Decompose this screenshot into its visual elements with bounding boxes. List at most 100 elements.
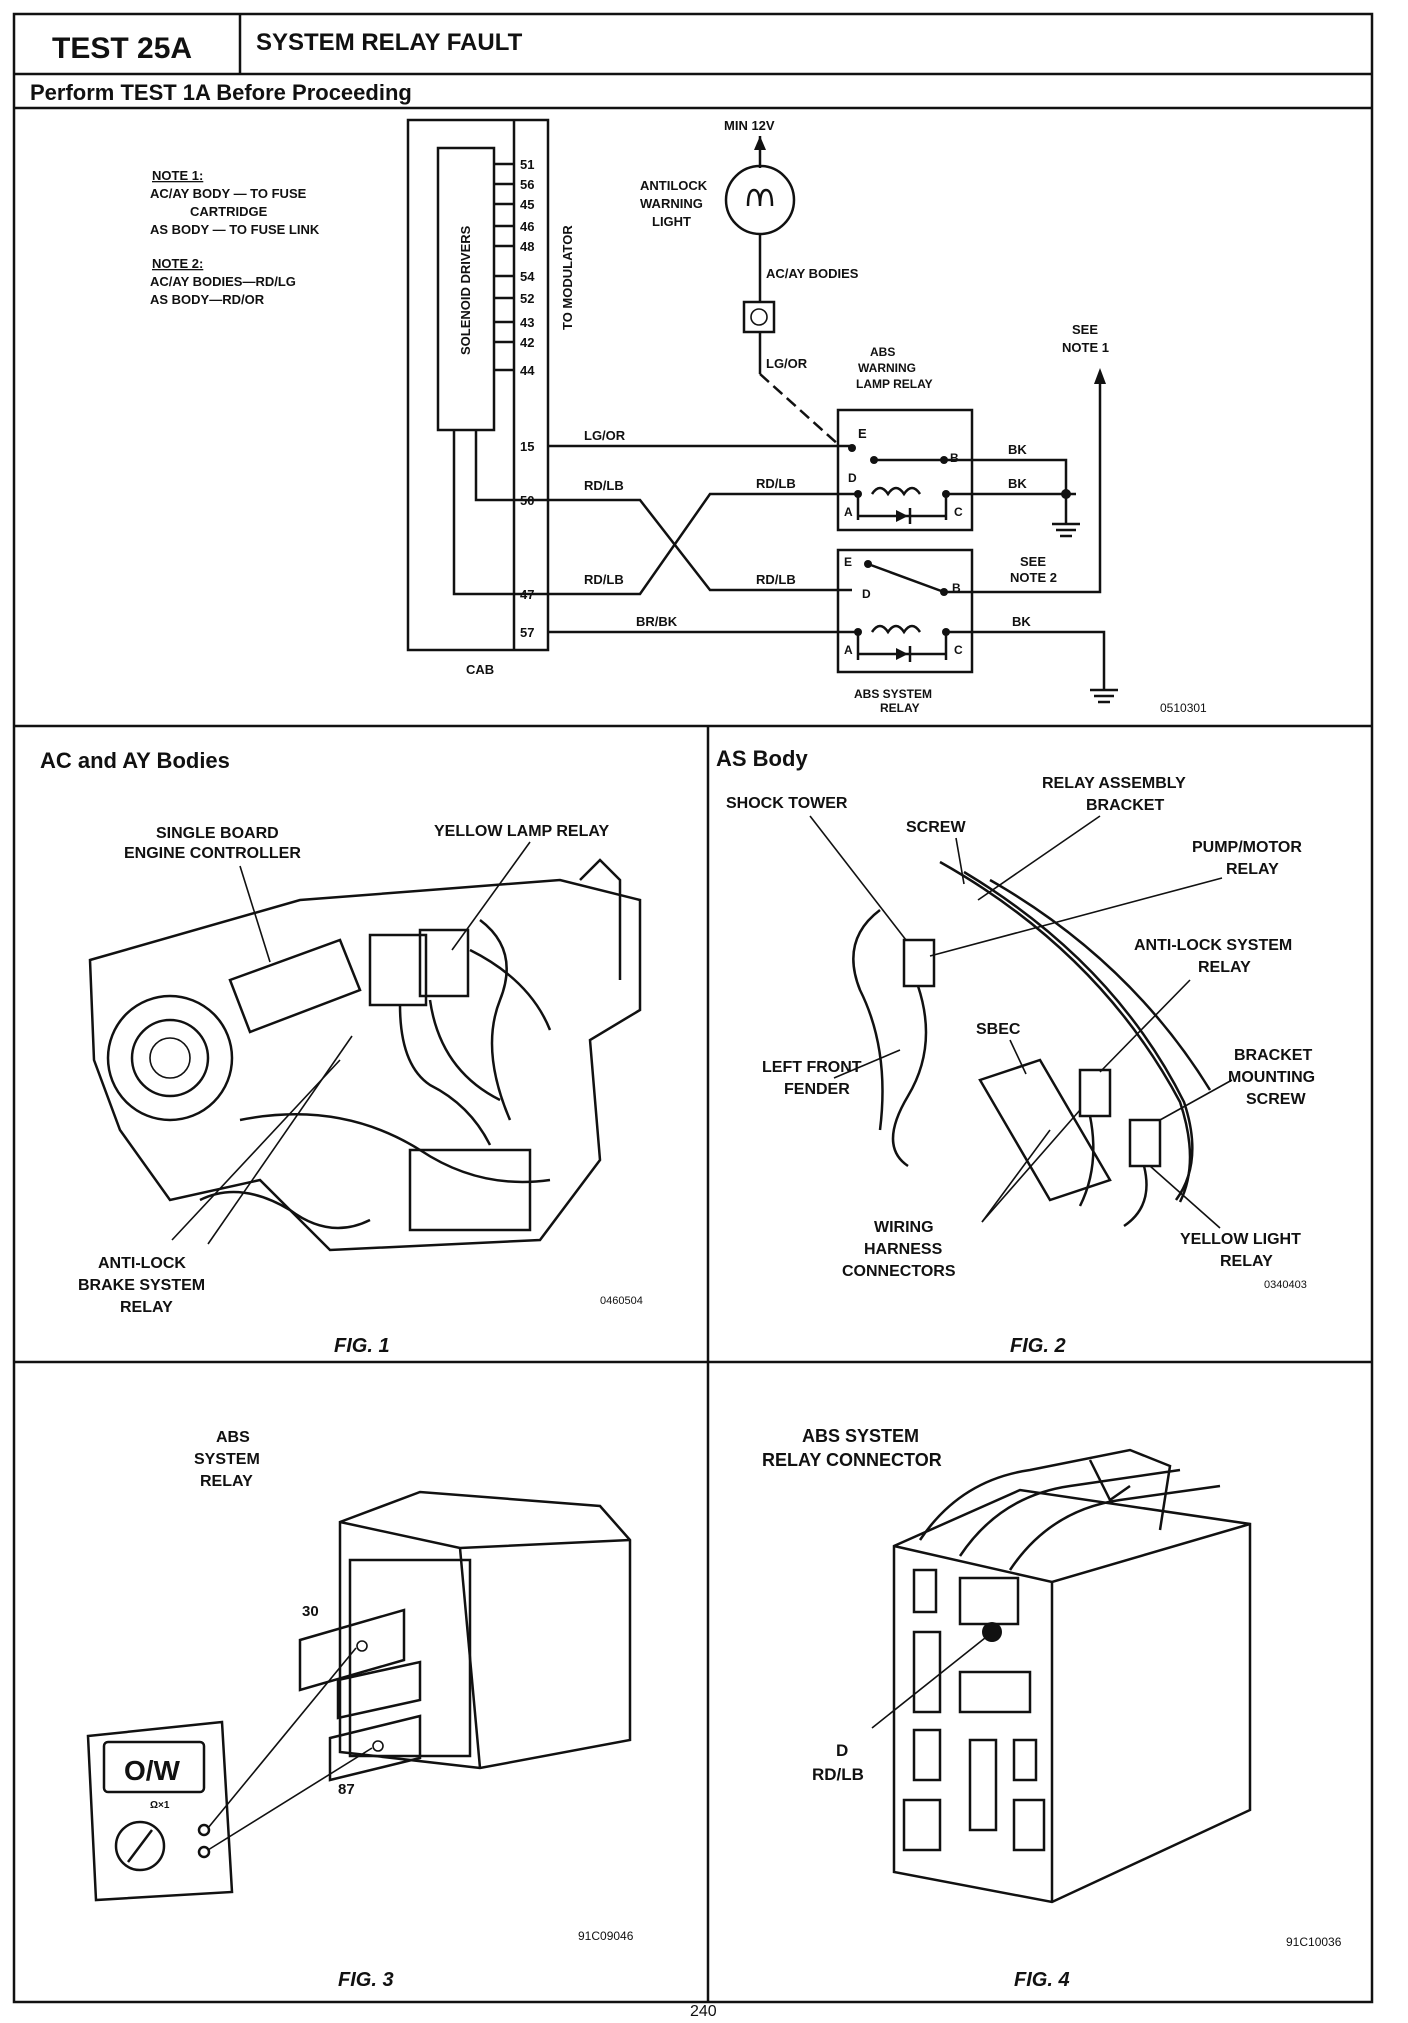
cab-pin-43: 43 bbox=[520, 315, 534, 330]
note1-line1: AC/AY BODY — TO FUSE bbox=[150, 186, 307, 201]
cab-pin-56: 56 bbox=[520, 177, 534, 192]
fig4-label-2: RELAY CONNECTOR bbox=[762, 1450, 942, 1470]
wire-rd-lb-1: RD/LB bbox=[584, 478, 624, 493]
fig2-label-bracket-screw-2: MOUNTING bbox=[1228, 1069, 1315, 1086]
fig1-panel: AC and AY Bodies SINGLE BOARD ENGINE CON… bbox=[40, 748, 643, 1357]
lamp-relay-term-c: C bbox=[954, 505, 963, 519]
schematic-fig-code: 0510301 bbox=[1160, 701, 1207, 715]
lamp-relay-line1: ABS bbox=[870, 345, 895, 359]
fig4-caption: FIG. 4 bbox=[1014, 1969, 1070, 1991]
wire-lg-or: LG/OR bbox=[584, 428, 626, 443]
fig3-code: 91C09046 bbox=[578, 1929, 634, 1943]
fig2-label-pump-2: RELAY bbox=[1226, 861, 1279, 878]
fig4-panel: ABS SYSTEM RELAY CONNECTOR D RD/LB 91C10… bbox=[762, 1426, 1342, 1991]
wire-rd-lb-2: RD/LB bbox=[756, 572, 796, 587]
sys-relay-term-a: A bbox=[844, 643, 853, 657]
wire-rd-lb-4: RD/LB bbox=[756, 476, 796, 491]
cab-pin-44: 44 bbox=[520, 363, 535, 378]
fig2-label-fender-1: LEFT FRONT bbox=[762, 1059, 862, 1076]
fig1-label-sbec-1: SINGLE BOARD bbox=[156, 825, 279, 842]
fig4-code: 91C10036 bbox=[1286, 1935, 1342, 1949]
lamp-relay-term-e: E bbox=[858, 426, 867, 441]
wire-bk-1: BK bbox=[1008, 442, 1027, 457]
fig1-label-yellow-lamp: YELLOW LAMP RELAY bbox=[434, 823, 609, 840]
lamp-relay-line2: WARNING bbox=[858, 361, 916, 375]
wire-rd-lb-3: RD/LB bbox=[584, 572, 624, 587]
sys-relay-term-b: B bbox=[952, 581, 961, 595]
lamp-relay-line3: LAMP RELAY bbox=[856, 377, 933, 391]
wire-br-bk: BR/BK bbox=[636, 614, 678, 629]
cab-pin-42: 42 bbox=[520, 335, 534, 350]
note2-title: NOTE 2: bbox=[152, 256, 203, 271]
fig1-code: 0460504 bbox=[600, 1295, 643, 1307]
fig2-label-abs-relay-1: ANTI-LOCK SYSTEM bbox=[1134, 937, 1292, 954]
fig2-label-wiring-1: WIRING bbox=[874, 1219, 934, 1236]
lamp-relay-term-d: D bbox=[848, 471, 857, 485]
test-title: SYSTEM RELAY FAULT bbox=[256, 29, 523, 56]
cab-pin-57: 57 bbox=[520, 625, 534, 640]
fig3-meter-display: O/W bbox=[124, 1755, 181, 1786]
cab-pin-54: 54 bbox=[520, 269, 535, 284]
fig1-label-sbec-2: ENGINE CONTROLLER bbox=[124, 845, 301, 862]
fig2-code: 0340403 bbox=[1264, 1279, 1307, 1291]
fig3-meter-range: Ω×1 bbox=[150, 1800, 170, 1811]
warning-light-line1: ANTILOCK bbox=[640, 178, 708, 193]
fig1-caption: FIG. 1 bbox=[334, 1335, 390, 1357]
fig4-wire: RD/LB bbox=[812, 1765, 864, 1784]
page-number: 240 bbox=[690, 2003, 717, 2018]
fig3-panel: ABS SYSTEM RELAY 30 87 O/W Ω×1 91C09046 … bbox=[86, 1429, 634, 1991]
fig3-relay-line3: RELAY bbox=[200, 1473, 253, 1490]
note1-line3: AS BODY — TO FUSE LINK bbox=[150, 222, 320, 237]
lamp-relay-term-b: B bbox=[950, 451, 959, 465]
cab-pin-46: 46 bbox=[520, 219, 534, 234]
fig4-label-1: ABS SYSTEM bbox=[802, 1426, 919, 1446]
cab-pin-15: 15 bbox=[520, 439, 534, 454]
see-note1-line2: NOTE 1 bbox=[1062, 340, 1109, 355]
fig2-label-pump-1: PUMP/MOTOR bbox=[1192, 839, 1302, 856]
fig2-caption: FIG. 2 bbox=[1010, 1335, 1066, 1357]
fig2-panel: AS Body SHOCK TOWER SCREW RELAY ASSEMBLY… bbox=[716, 746, 1315, 1357]
fig2-label-sbec: SBEC bbox=[976, 1021, 1021, 1038]
fig3-pin30: 30 bbox=[302, 1603, 319, 1620]
solenoid-drivers-label: SOLENOID DRIVERS bbox=[458, 225, 473, 355]
to-modulator-label: TO MODULATOR bbox=[560, 225, 575, 330]
cab-pin-45: 45 bbox=[520, 197, 534, 212]
fig2-label-shock-tower: SHOCK TOWER bbox=[726, 795, 848, 812]
wiring-schematic: NOTE 1: AC/AY BODY — TO FUSE CARTRIDGE A… bbox=[150, 118, 1207, 715]
sys-relay-line2: RELAY bbox=[880, 701, 920, 715]
fig2-label-abs-relay-2: RELAY bbox=[1198, 959, 1251, 976]
fig2-label-yellow-1: YELLOW LIGHT bbox=[1180, 1231, 1301, 1248]
sys-relay-term-e: E bbox=[844, 555, 852, 569]
sys-relay-term-c: C bbox=[954, 643, 963, 657]
note2-line1: AC/AY BODIES—RD/LG bbox=[150, 274, 296, 289]
fig3-relay-line2: SYSTEM bbox=[194, 1451, 260, 1468]
fig1-label-abs-relay-1: ANTI-LOCK bbox=[98, 1255, 186, 1272]
fig2-label-yellow-2: RELAY bbox=[1220, 1253, 1273, 1270]
fig2-label-wiring-2: HARNESS bbox=[864, 1241, 943, 1258]
acay-bodies-label: AC/AY BODIES bbox=[766, 266, 859, 281]
prereq-text: Perform TEST 1A Before Proceeding bbox=[30, 80, 412, 105]
min12v-label: MIN 12V bbox=[724, 118, 775, 133]
fig3-pin87: 87 bbox=[338, 1781, 355, 1798]
warning-light-line2: WARNING bbox=[640, 196, 703, 211]
wire-bk-2: BK bbox=[1008, 476, 1027, 491]
note1-line2: CARTRIDGE bbox=[190, 204, 268, 219]
see-note2-line1: SEE bbox=[1020, 554, 1046, 569]
fig3-relay-line1: ABS bbox=[216, 1429, 250, 1446]
test-id: TEST 25A bbox=[52, 32, 192, 65]
fig1-label-abs-relay-2: BRAKE SYSTEM bbox=[78, 1277, 205, 1294]
fig2-label-bracket-screw-3: SCREW bbox=[1246, 1091, 1306, 1108]
fig4-cavity: D bbox=[836, 1741, 848, 1760]
cab-label: CAB bbox=[466, 662, 494, 677]
fig3-caption: FIG. 3 bbox=[338, 1969, 394, 1991]
wire-bk-3: BK bbox=[1012, 614, 1031, 629]
fig2-label-bracket-1: RELAY ASSEMBLY bbox=[1042, 775, 1186, 792]
cab-pin-48: 48 bbox=[520, 239, 534, 254]
cab-pin-51: 51 bbox=[520, 157, 534, 172]
see-note1-line1: SEE bbox=[1072, 322, 1098, 337]
fig2-label-wiring-3: CONNECTORS bbox=[842, 1263, 956, 1280]
fig2-label-bracket-2: BRACKET bbox=[1086, 797, 1164, 814]
note1-title: NOTE 1: bbox=[152, 168, 203, 183]
see-note2-line2: NOTE 2 bbox=[1010, 570, 1057, 585]
